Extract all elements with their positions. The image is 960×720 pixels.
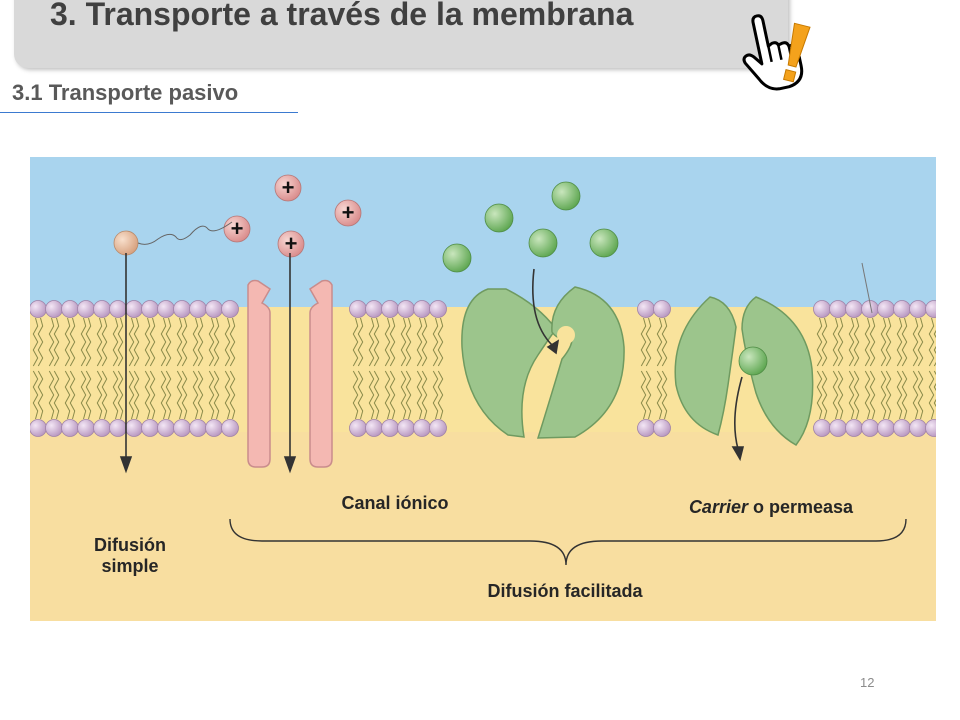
ion-plus-sign: +	[282, 175, 295, 200]
lipid-head	[45, 419, 63, 437]
lipid-head	[109, 300, 127, 318]
lipid-head	[45, 300, 63, 318]
ion-channel-protein	[247, 279, 333, 468]
membrane-transport-diagram: + + + + Difusión simple Canal iónico Carrie…	[29, 157, 943, 621]
lipid-head	[365, 300, 383, 318]
lipid-head	[381, 300, 399, 318]
lipid-head	[637, 419, 655, 437]
lipid-head	[893, 419, 911, 437]
lipid-head	[141, 300, 159, 318]
cation-ion: +	[334, 199, 362, 227]
lipid-head	[77, 300, 95, 318]
lipid-head	[653, 419, 671, 437]
lipid-head	[77, 419, 95, 437]
lipid-head	[909, 300, 927, 318]
lipid-head	[173, 419, 191, 437]
lipid-head	[109, 419, 127, 437]
solute-molecule	[528, 228, 558, 258]
lipid-head	[125, 300, 143, 318]
lipid-head	[861, 419, 879, 437]
cation-ion: +	[277, 230, 305, 258]
lipid-head	[189, 300, 207, 318]
lipid-head	[173, 300, 191, 318]
cation-ion: +	[274, 174, 302, 202]
lipid-heads	[29, 300, 943, 437]
carrier-label-italic: Carrier	[688, 497, 748, 517]
lipid-head	[397, 419, 415, 437]
lipid-head	[221, 300, 239, 318]
lipid-head	[157, 419, 175, 437]
lipid-head	[29, 300, 47, 318]
lipid-head	[205, 300, 223, 318]
cation-ion: +	[223, 215, 251, 243]
lipid-head	[429, 419, 447, 437]
simple-diffusion-molecule	[113, 230, 139, 256]
lipid-head	[29, 419, 47, 437]
lipid-head	[877, 300, 895, 318]
membrane-illustration: + + + +	[29, 157, 943, 621]
facilitated-diffusion-brace	[229, 518, 907, 566]
carrier-protein-open-outside	[461, 286, 625, 439]
lipid-head	[381, 419, 399, 437]
solute-molecule	[551, 181, 581, 211]
solute-molecule	[442, 243, 472, 273]
ion-plus-sign: +	[285, 231, 298, 256]
section-subtitle: 3.1 Transporte pasivo	[12, 80, 239, 105]
facilitated-diffusion-label: Difusión facilitada	[487, 581, 643, 601]
lipid-tails	[32, 317, 940, 420]
transport-arrows	[119, 221, 873, 474]
lipid-head	[141, 419, 159, 437]
simple-diffusion-label: Difusión simple	[70, 535, 190, 577]
lipid-head	[61, 419, 79, 437]
ion-channel-label: Canal iónico	[341, 493, 449, 513]
page-number: 12	[860, 675, 875, 690]
carrier-label-rest: o permeasa	[747, 497, 854, 517]
lipid-head	[93, 419, 111, 437]
lipid-head	[125, 419, 143, 437]
solute-molecule	[484, 203, 514, 233]
molecules: + + + +	[113, 174, 768, 376]
lipid-head	[829, 419, 847, 437]
simple-diffusion-label-line1: Difusión	[94, 535, 166, 555]
lipid-head	[893, 300, 911, 318]
lipid-head	[413, 419, 431, 437]
lipid-head	[877, 419, 895, 437]
carrier-protein-open-inside	[674, 296, 814, 446]
lipid-head	[349, 300, 367, 318]
lipid-head	[413, 300, 431, 318]
cytoplasm-region	[30, 432, 936, 621]
lipid-head	[813, 419, 831, 437]
lipid-head	[813, 300, 831, 318]
lipid-head	[365, 419, 383, 437]
subtitle-underline	[0, 112, 298, 113]
lipid-head	[845, 419, 863, 437]
title-bar: 3. Transporte a través de la membrana	[14, 0, 788, 68]
ion-plus-sign: +	[342, 200, 355, 225]
lipid-head	[397, 300, 415, 318]
simple-diffusion-label-line2: simple	[101, 556, 159, 576]
lipid-head	[61, 300, 79, 318]
lipid-head	[93, 300, 111, 318]
page-title: 3. Transporte a través de la membrana	[50, 0, 634, 32]
lipid-head	[653, 300, 671, 318]
lipid-head	[205, 419, 223, 437]
extracellular-region	[30, 157, 936, 307]
lipid-head	[829, 300, 847, 318]
lipid-head	[349, 419, 367, 437]
pointing-hand-exclamation-icon	[742, 14, 811, 91]
lipid-head	[845, 300, 863, 318]
lipid-head	[157, 300, 175, 318]
lipid-head	[189, 419, 207, 437]
solute-molecule	[589, 228, 619, 258]
carrier-label: Carrier o permeasa	[646, 497, 896, 518]
ion-plus-sign: +	[231, 216, 244, 241]
lipid-head	[637, 300, 655, 318]
lipid-head	[221, 419, 239, 437]
lipid-head	[429, 300, 447, 318]
solute-molecule	[738, 346, 768, 376]
lipid-head	[909, 419, 927, 437]
